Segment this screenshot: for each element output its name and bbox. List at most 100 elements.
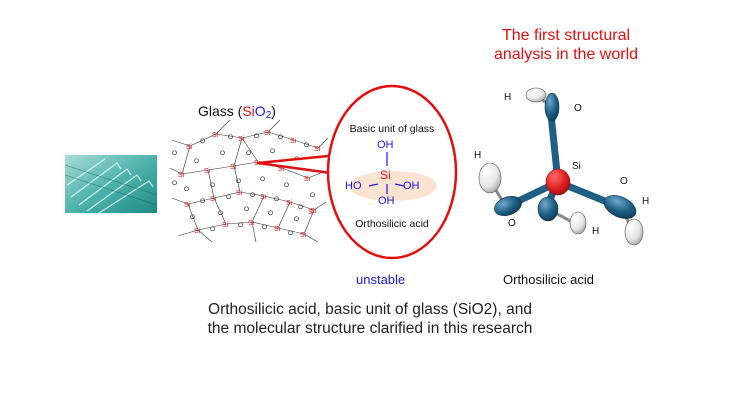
headline-line-2: analysis in the world	[493, 46, 639, 63]
caption-line-1: Orthosilicic acid, basic unit of glass (…	[208, 301, 532, 318]
network-bond	[267, 131, 295, 141]
network-si-label: Si	[310, 208, 317, 215]
callout-pointer	[256, 153, 340, 176]
network-bond	[197, 229, 213, 243]
network-bond	[225, 221, 253, 225]
atom-si	[545, 168, 571, 196]
label-h4: H	[642, 196, 649, 207]
atom-o1	[544, 92, 560, 122]
network-o-label: O	[298, 204, 303, 211]
label-h1: H	[504, 92, 511, 103]
network-bond	[197, 223, 227, 231]
unstable-label: unstable	[356, 272, 406, 287]
network-si-label: Si	[274, 226, 281, 233]
network-bond	[171, 197, 189, 205]
network-bond	[187, 203, 199, 231]
network-o-label: O	[244, 206, 249, 213]
network-bond	[187, 197, 215, 205]
network-bond	[289, 201, 315, 211]
network-bond	[233, 137, 243, 167]
network-o-label: O	[274, 196, 279, 203]
network-bond	[303, 233, 319, 243]
network-o-label: O	[294, 216, 299, 223]
network-si-label: Si	[314, 146, 321, 153]
network-bond	[239, 191, 265, 197]
network-bond	[241, 137, 259, 163]
network-bond	[171, 139, 191, 147]
network-si-label: Si	[290, 138, 297, 145]
highlight-ellipse	[349, 171, 437, 201]
network-si-label: Si	[236, 190, 243, 197]
network-o-label: O	[310, 192, 315, 199]
network-o-label: O	[210, 226, 215, 233]
network-bond	[241, 131, 269, 139]
network-o-label: O	[278, 134, 283, 141]
network-o-label: O	[200, 198, 205, 205]
network-bond	[181, 169, 209, 175]
network-o-label: O	[218, 210, 223, 217]
network-bond	[213, 191, 241, 199]
network-bond	[293, 139, 319, 149]
group-oh-bottom: OH	[378, 195, 395, 207]
network-bond	[263, 195, 291, 203]
label-o1: O	[574, 103, 582, 114]
network-o-label: O	[288, 230, 293, 237]
network-si-label: Si	[210, 196, 217, 203]
network-bond	[215, 133, 243, 139]
network-o-label: O	[262, 224, 267, 231]
network-bond	[233, 161, 259, 167]
network-bond	[207, 165, 235, 171]
network-si-label: Si	[184, 202, 191, 209]
atom-o2	[494, 195, 522, 217]
network-bond	[189, 133, 217, 147]
network-si-label: Si	[230, 164, 237, 171]
atom-h4	[624, 218, 644, 246]
network-bond	[267, 119, 281, 133]
network-o-label: O	[268, 210, 273, 217]
network-o-label: O	[194, 158, 199, 165]
network-si-label: Si	[178, 172, 185, 179]
network-bond	[233, 165, 241, 193]
network-o-label: O	[238, 222, 243, 229]
network-o-label: O	[270, 148, 275, 155]
network-o-label: O	[284, 182, 289, 189]
label-h3: H	[592, 226, 599, 237]
network-o-label: O	[260, 176, 265, 183]
network-si-label: Si	[194, 228, 201, 235]
glass-label: Glass (SiO2)	[198, 103, 276, 121]
network-bond	[317, 137, 329, 149]
network-bond	[277, 201, 291, 229]
network-bond	[207, 169, 215, 199]
network-o-label: O	[210, 182, 215, 189]
network-o-label: O	[250, 192, 255, 199]
molecule-caption: Orthosilicic acid	[503, 272, 595, 287]
network-o-label: O	[246, 150, 251, 157]
network-si-label: Si	[286, 200, 293, 207]
molecule-structure: H O Si H O H O H	[474, 87, 649, 246]
center-si: Si	[380, 168, 391, 182]
headline: The first structural analysis in the wor…	[468, 26, 664, 64]
network-bond	[281, 167, 309, 179]
bond-left	[368, 183, 379, 187]
network-o-label: O	[236, 178, 241, 185]
group-oh-right: OH	[403, 180, 420, 192]
bubble-title: Basic unit of glass	[349, 123, 435, 135]
group-ho-left: HO	[345, 180, 362, 192]
network-o-label: O	[190, 214, 195, 221]
group-oh-top: OH	[377, 139, 394, 151]
network-o-label: O	[172, 150, 177, 157]
network-si-label: Si	[300, 232, 307, 239]
atom-o3	[537, 196, 559, 222]
headline-line-1: The first structural	[501, 27, 631, 44]
network-bond	[215, 119, 231, 135]
network-bond	[169, 167, 183, 175]
network-bond	[251, 221, 279, 229]
network-si-label: Si	[304, 176, 311, 183]
atom-h2	[478, 162, 502, 194]
network-si-label: Si	[186, 144, 193, 151]
network-o-label: O	[172, 180, 177, 187]
caption-line-2: the molecular structure clarified in thi…	[207, 320, 533, 337]
network-si-label: Si	[248, 220, 255, 227]
network-bond	[213, 197, 227, 225]
network-si-label: Si	[212, 132, 219, 139]
